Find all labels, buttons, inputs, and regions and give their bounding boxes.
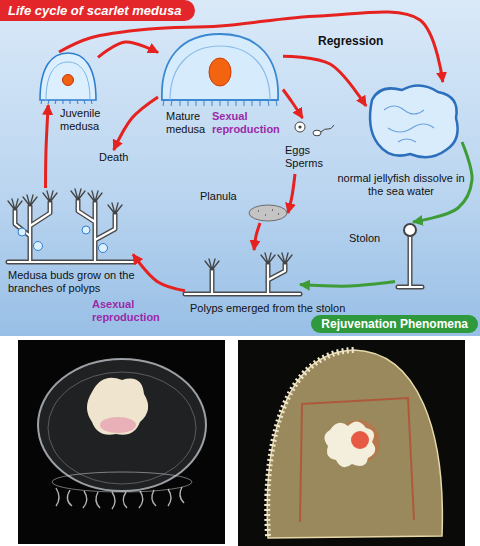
dissolved-texture bbox=[384, 106, 434, 142]
stage-text-box: Death bbox=[96, 150, 131, 165]
polyp-tentacles bbox=[8, 189, 292, 270]
label-anchor: Regression bbox=[318, 34, 383, 48]
diagram-panel bbox=[0, 0, 480, 336]
photo-gonad-pink bbox=[100, 417, 136, 433]
polyp-tube-inner bbox=[8, 200, 422, 294]
medusa-bud bbox=[82, 226, 90, 234]
stolon-stage: Stolon bbox=[395, 222, 425, 292]
title-banner: Life cycle of scarlet medusa bbox=[0, 0, 195, 21]
medusa-bell bbox=[162, 34, 278, 100]
dissolve-stage: normal jellyfish dissolve in the sea wat… bbox=[366, 82, 462, 162]
badge-text: Rejuvenation Phenomena bbox=[321, 315, 468, 333]
medusa-bell-inner bbox=[170, 46, 270, 100]
stage-label: Planula bbox=[200, 190, 237, 203]
stolon-tip bbox=[404, 224, 416, 236]
planula-dots bbox=[258, 210, 279, 215]
photo-bell-inner bbox=[48, 372, 196, 484]
cycle-arrow bbox=[283, 90, 303, 119]
medusa-stage: Mature medusa bbox=[158, 34, 283, 108]
dissolved-medusa bbox=[370, 85, 458, 157]
photo-bell bbox=[38, 359, 206, 491]
medusa-bud bbox=[99, 244, 108, 253]
medusa-bud bbox=[18, 228, 26, 236]
polyp-tube bbox=[8, 200, 422, 294]
stage-label: Medusa buds grow on the branches of poly… bbox=[8, 269, 138, 295]
medusa-stage: Juvenile medusa bbox=[38, 52, 98, 105]
photo-velum bbox=[52, 472, 192, 492]
process-label: Asexual reproduction bbox=[92, 298, 182, 324]
process-label: Regression bbox=[318, 34, 383, 48]
egg-cell bbox=[295, 122, 305, 132]
phase-badge: Rejuvenation Phenomena bbox=[311, 315, 478, 333]
stage-label: Eggs bbox=[285, 144, 310, 157]
cycle-arrow bbox=[59, 12, 443, 82]
photo-frame bbox=[18, 340, 225, 544]
gonad bbox=[63, 75, 74, 86]
process-label: Sexual reproduction bbox=[212, 110, 292, 136]
stage-label: normal jellyfish dissolve in the sea wat… bbox=[336, 172, 466, 198]
photo-frame bbox=[238, 340, 465, 546]
stage-label: Juvenile medusa bbox=[60, 107, 116, 133]
photo-bell bbox=[267, 350, 442, 538]
photo-red-center bbox=[351, 431, 369, 449]
photo-gonad bbox=[324, 421, 375, 467]
cycle-arrow bbox=[98, 42, 158, 57]
cycle-arrow bbox=[254, 223, 260, 250]
tentacles bbox=[41, 100, 92, 104]
planula-larva bbox=[249, 205, 287, 221]
medusa-bud bbox=[34, 242, 43, 251]
stage-label: Sperms bbox=[285, 157, 323, 170]
cycle-arrow bbox=[283, 56, 366, 106]
cycle-arrow bbox=[133, 254, 185, 290]
tentacles bbox=[163, 100, 277, 106]
cycle-arrow bbox=[114, 97, 158, 150]
photo-gonad bbox=[87, 378, 148, 435]
colony-stage: Medusa buds grow on the branches of poly… bbox=[8, 188, 133, 266]
sperm-tail bbox=[321, 125, 334, 132]
photo-tentacles bbox=[56, 487, 184, 509]
medusa-bell bbox=[40, 53, 96, 100]
egg-nucleus bbox=[298, 125, 301, 128]
label-anchor: Asexual reproduction bbox=[92, 298, 182, 324]
cycle-arrow bbox=[300, 282, 395, 287]
label-anchor: Sexual reproduction bbox=[212, 110, 292, 136]
gonad bbox=[209, 58, 231, 86]
stage-label: Death bbox=[99, 151, 128, 164]
medusa-bell-inner bbox=[46, 62, 90, 100]
stage-label: Polyps emerged from the stolon bbox=[190, 302, 345, 315]
cycle-arrow bbox=[46, 105, 49, 188]
cycle-arrow bbox=[288, 174, 295, 213]
planula-stage: Planula bbox=[248, 203, 288, 223]
polyp-stage: Polyps emerged from the stolon bbox=[185, 250, 300, 298]
stage-label: Stolon bbox=[349, 232, 380, 245]
photo-canals bbox=[300, 398, 414, 522]
gamete-stage: EggsSperms bbox=[285, 118, 335, 174]
sperm-head bbox=[313, 130, 321, 136]
